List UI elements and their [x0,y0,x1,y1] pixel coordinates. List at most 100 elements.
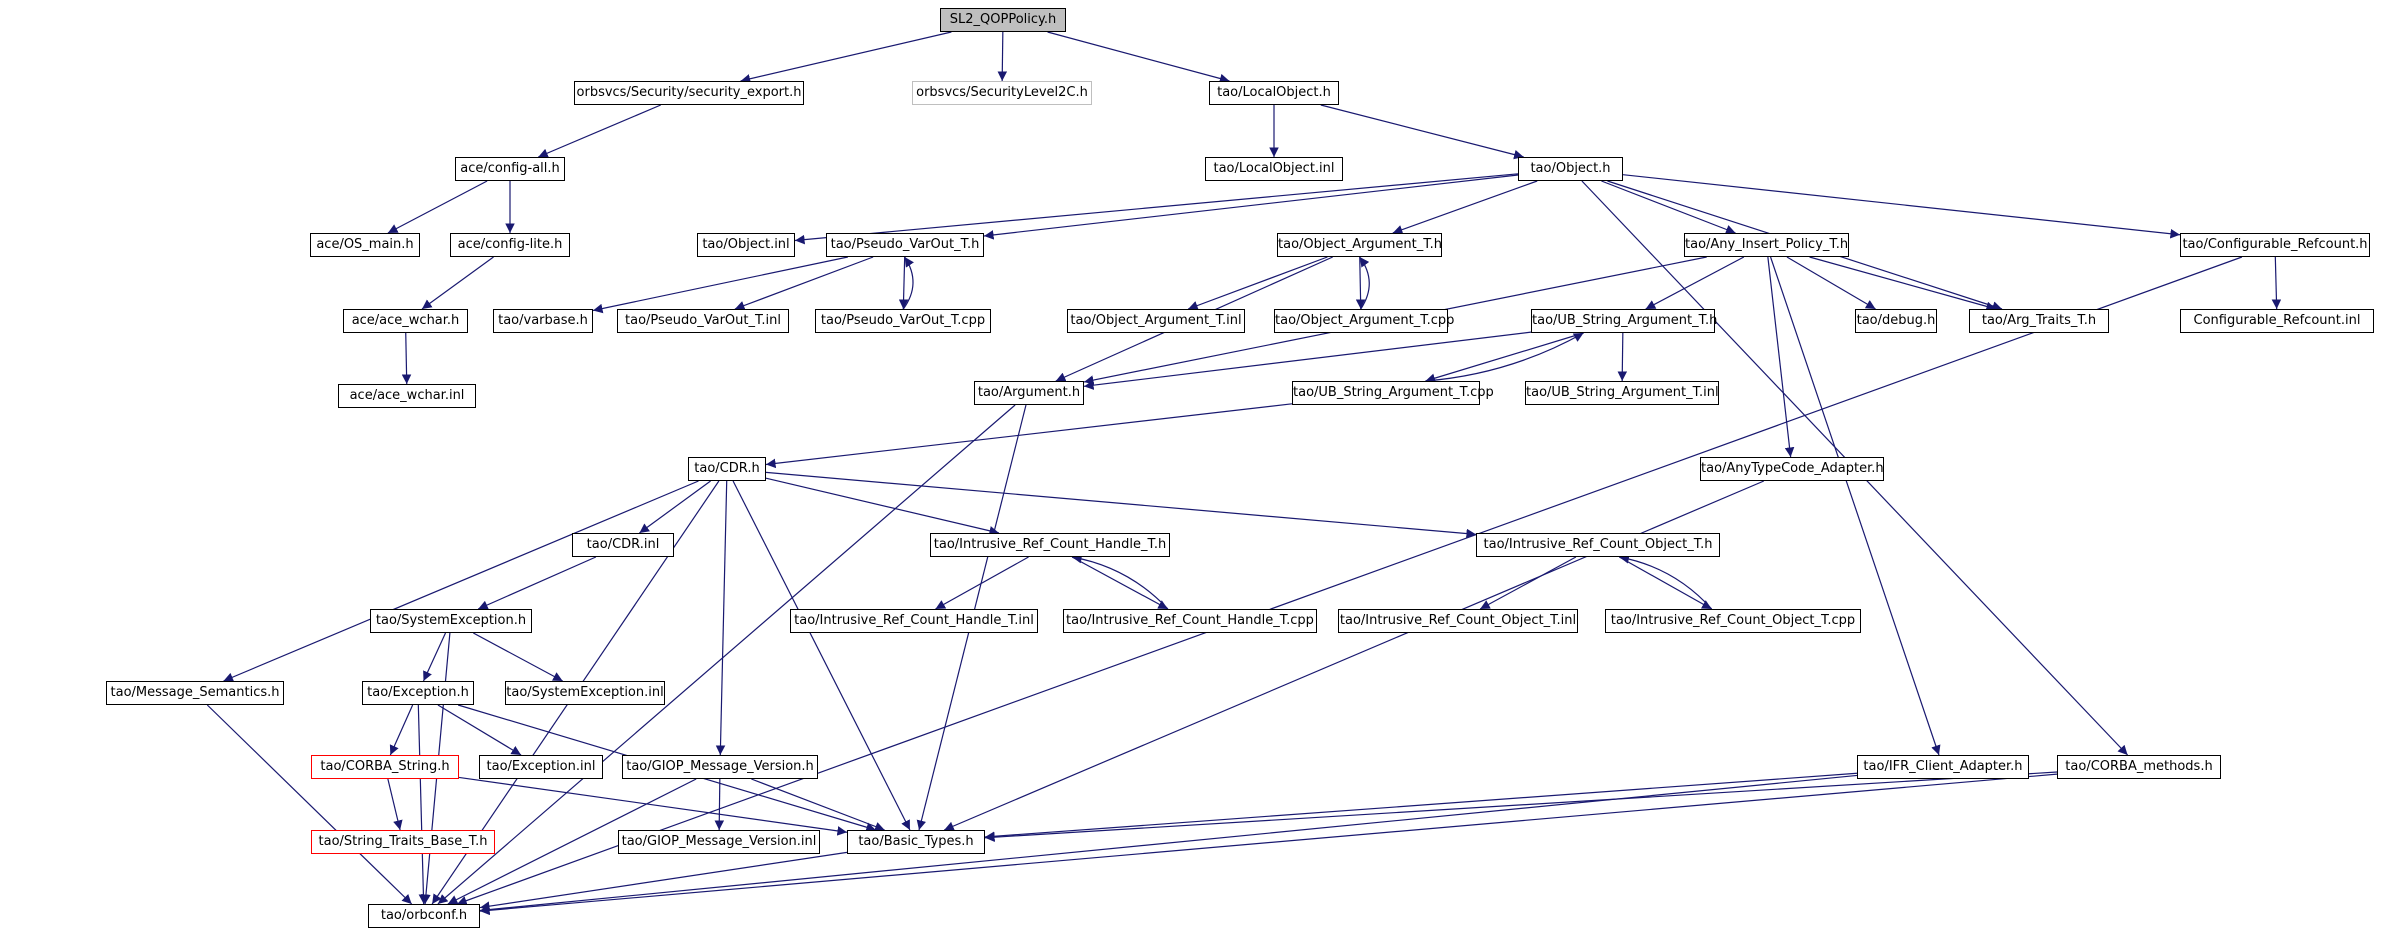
node-argument[interactable]: tao/Argument.h [974,381,1084,405]
edge-pseudo-varout-to-varbase [592,256,848,314]
node-exception-inl[interactable]: tao/Exception.inl [479,755,603,779]
node-conf-refcount-inl[interactable]: Configurable_Refcount.inl [2180,309,2374,333]
node-os-main[interactable]: ace/OS_main.h [310,233,420,257]
edge-corba-methods-to-orbconf [479,773,2058,916]
node-ub-string[interactable]: tao/UB_String_Argument_T.h [1531,309,1717,333]
node-localobj-inl[interactable]: tao/LocalObject.inl [1205,157,1343,181]
edge-root-to-seclevel2c [997,31,1008,82]
edge-sysexc-to-sysexc-inl [473,632,563,682]
node-seclevel2c[interactable]: orbsvcs/SecurityLevel2C.h [912,81,1092,105]
node-sysexc[interactable]: tao/SystemException.h [370,609,532,633]
node-sec-export[interactable]: orbsvcs/Security/security_export.h [574,81,804,105]
edge-cdr-to-irch [765,477,1000,536]
edge-cdr-to-irco [765,471,1477,539]
node-cdr-inl[interactable]: tao/CDR.inl [572,533,674,557]
node-irch-inl[interactable]: tao/Intrusive_Ref_Count_Handle_T.inl [790,609,1038,633]
node-pseudo-varout[interactable]: tao/Pseudo_VarOut_T.h [826,233,984,257]
edge-pseudo-varout-to-pseudo-varout-cpp [898,256,909,310]
node-cdr[interactable]: tao/CDR.h [688,457,766,481]
node-obj-arg-cpp[interactable]: tao/Object_Argument_T.cpp [1274,309,1454,333]
node-corba-string[interactable]: tao/CORBA_String.h [311,755,459,779]
edge-object-h-to-object-inl [794,173,1519,245]
node-obj-arg-inl[interactable]: tao/Object_Argument_T.inl [1067,309,1245,333]
node-conf-refcount[interactable]: tao/Configurable_Refcount.h [2180,233,2370,257]
node-string-traits[interactable]: tao/String_Traits_Base_T.h [311,830,495,854]
edge-any-insert-to-anytypecode [1767,256,1795,458]
edge-root-to-sec-export [740,31,952,84]
node-msg-sem[interactable]: tao/Message_Semantics.h [106,681,284,705]
edge-ace-wchar-to-ace-wchar-inl [401,332,412,385]
node-object-h[interactable]: tao/Object.h [1518,157,1623,181]
node-pseudo-varout-cpp[interactable]: tao/Pseudo_VarOut_T.cpp [815,309,991,333]
edge-ifr-client-to-basic-types [984,772,1858,842]
node-ub-string-cpp[interactable]: tao/UB_String_Argument_T.cpp [1292,381,1494,405]
node-orbconf[interactable]: tao/orbconf.h [368,904,480,928]
node-basic-types[interactable]: tao/Basic_Types.h [847,830,985,854]
node-ace-wchar-inl[interactable]: ace/ace_wchar.inl [338,384,476,408]
edge-localobj-to-object-h [1320,104,1524,160]
node-exception[interactable]: tao/Exception.h [362,681,474,705]
node-ifr-client[interactable]: tao/IFR_Client_Adapter.h [1857,755,2029,779]
edge-exception-to-orbconf [417,704,429,905]
edge-msg-sem-to-orbconf [206,704,413,905]
node-root-file[interactable]: SL2_QOPPolicy.h [940,8,1066,32]
node-obj-arg[interactable]: tao/Object_Argument_T.h [1277,233,1442,257]
edge-ub-string-cpp-to-cdr [765,403,1293,469]
edge-giop-ver-to-orbconf [447,778,697,905]
edge-pseudo-varout-to-pseudo-varout-inl [734,256,874,311]
node-varbase[interactable]: tao/varbase.h [493,309,593,333]
node-anytypecode[interactable]: tao/AnyTypeCode_Adapter.h [1700,457,1884,481]
node-irch-cpp[interactable]: tao/Intrusive_Ref_Count_Handle_T.cpp [1063,609,1317,633]
edge-giop-ver-to-basic-types [751,778,885,832]
edge-ub-string-to-argument [1083,331,1532,390]
edge-exception-to-corba-string [389,704,414,756]
node-irco[interactable]: tao/Intrusive_Ref_Count_Object_T.h [1476,533,1720,557]
edge-irco-to-irco-cpp [1619,556,1712,610]
node-config-all[interactable]: ace/config-all.h [455,157,565,181]
edge-any-insert-to-ub-string [1645,256,1745,310]
edge-giop-ver-to-giop-ver-inl [714,778,725,831]
node-arg-traits[interactable]: tao/Arg_Traits_T.h [1969,309,2109,333]
edge-irch-to-irch-inl [935,556,1029,610]
edge-object-h-to-any-insert [1601,180,1736,235]
edge-root-to-localobj [1047,31,1230,84]
node-localobj[interactable]: tao/LocalObject.h [1209,81,1339,105]
edge-ub-string-to-ub-string-cpp [1425,332,1584,383]
node-corba-methods[interactable]: tao/CORBA_methods.h [2057,755,2221,779]
edge-argument-to-orbconf [437,404,1016,905]
edge-exception-to-exception-inl [437,704,522,756]
edge-any-insert-to-debug [1786,256,1876,310]
edge-config-all-to-os-main [387,180,488,234]
node-object-inl[interactable]: tao/Object.inl [697,233,795,257]
edge-sysexc-to-exception [422,632,447,682]
node-any-insert[interactable]: tao/Any_Insert_Policy_T.h [1684,233,1849,257]
edge-cdr-to-cdr-inl [639,480,711,534]
edge-config-lite-to-ace-wchar [421,256,494,310]
edge-irco-cpp-to-irco [1619,554,1713,610]
edge-object-h-to-conf-refcount [1622,174,2181,239]
node-config-lite[interactable]: ace/config-lite.h [450,233,570,257]
edge-cdr-to-msg-sem [223,480,699,682]
node-debug[interactable]: tao/debug.h [1855,309,1937,333]
node-ace-wchar[interactable]: ace/ace_wchar.h [343,309,468,333]
node-irco-cpp[interactable]: tao/Intrusive_Ref_Count_Object_T.cpp [1605,609,1861,633]
edge-object-h-to-pseudo-varout [983,174,1519,240]
node-sysexc-inl[interactable]: tao/SystemException.inl [505,681,665,705]
edge-obj-arg-cpp-to-obj-arg [1359,256,1370,310]
node-irch[interactable]: tao/Intrusive_Ref_Count_Handle_T.h [930,533,1170,557]
edge-corba-string-to-basic-types [458,776,848,836]
edge-conf-refcount-to-orbconf [456,256,2243,906]
edge-ub-string-to-ub-string-inl [1617,332,1628,382]
edge-basic-types-to-orbconf [479,851,848,911]
node-pseudo-varout-inl[interactable]: tao/Pseudo_VarOut_T.inl [617,309,789,333]
edge-corba-string-to-string-traits [387,778,403,831]
edge-cdr-inl-to-sysexc [477,556,597,610]
node-irco-inl[interactable]: tao/Intrusive_Ref_Count_Object_T.inl [1338,609,1578,633]
edge-any-insert-to-ifr-client [1769,256,1941,756]
node-giop-ver-inl[interactable]: tao/GIOP_Message_Version.inl [618,830,820,854]
node-giop-ver[interactable]: tao/GIOP_Message_Version.h [622,755,818,779]
edge-irch-cpp-to-irch [1072,553,1169,610]
node-ub-string-inl[interactable]: tao/UB_String_Argument_T.inl [1525,381,1719,405]
edge-any-insert-to-arg-traits [1809,256,1997,312]
